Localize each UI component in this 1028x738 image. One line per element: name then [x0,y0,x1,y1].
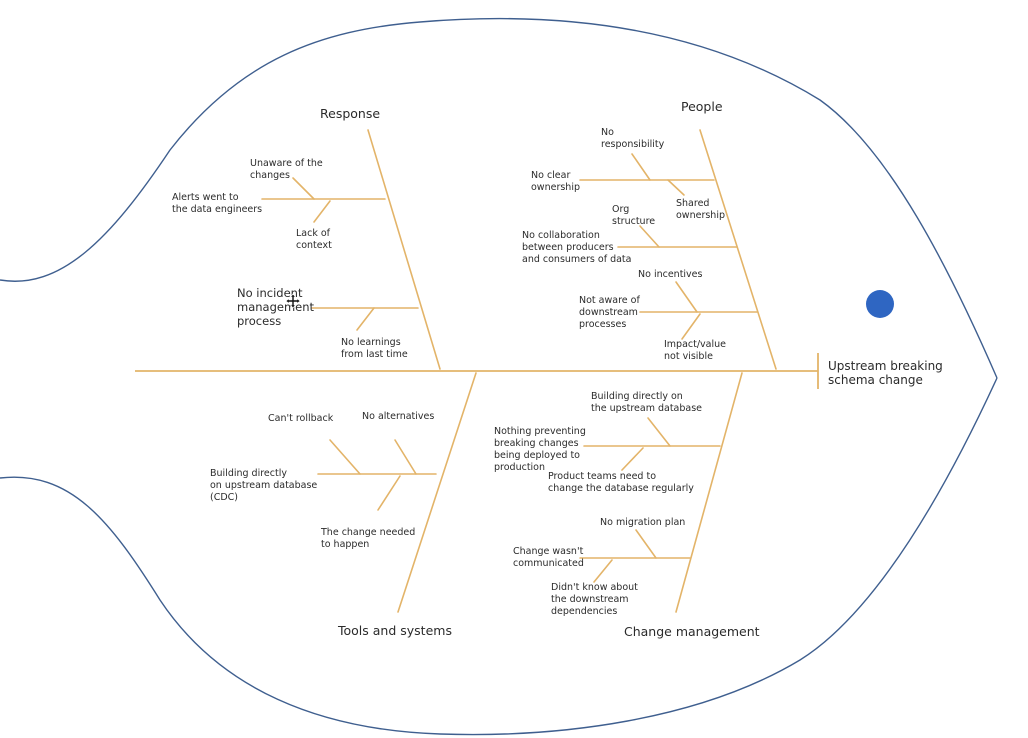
cause-label: No responsibility [601,127,665,150]
people-main-bone [699,129,777,370]
cause-label: Impact/value not visible [664,339,727,362]
cause-label: Org structure [612,204,656,227]
response-main-bone [367,129,441,370]
cause-label: Alerts went to the data engineers [172,192,263,215]
cause-label: Not aware of downstream processes [579,295,640,330]
response-sub-context [313,200,331,223]
people-sub-impact [681,313,701,340]
cause-label: Lack of context [296,228,332,251]
cause-label: Building directly on the upstream databa… [591,391,703,414]
people-sub-incentives [675,281,698,313]
cause-label: Shared ownership [676,198,725,221]
tools-sub-change [377,475,401,511]
cause-label: No incident management process [237,286,315,328]
cause-label: The change needed to happen [321,527,416,550]
fish-upper-outline [0,17,998,379]
cause-label: Can't rollback [268,413,334,424]
cause-label: No incentives [638,269,703,280]
people-sub-responsibility [631,153,651,181]
move-cursor-icon [286,294,300,308]
category-label-response: Response [320,106,381,121]
head-label: Upstream breaking schema change [828,359,943,387]
change-sub-migration [635,529,657,559]
fish-lower-outline [0,377,998,736]
cause-label: No learnings from last time [341,337,408,360]
cause-label: Product teams need to change the databas… [548,471,694,494]
response-sub-learnings [356,307,375,331]
cause-label: Unaware of the changes [250,158,323,181]
cause-label: Nothing preventing breaking changes bein… [494,426,586,473]
people-sub-shared [667,179,685,196]
change-sub-building [647,417,671,447]
tools-main-bone [397,372,477,613]
cause-label: No alternatives [362,411,435,422]
cause-label: No collaboration between producers and c… [522,230,632,265]
tools-sub-alternatives [394,439,417,475]
fish-eye [866,290,894,318]
tools-sub-rollback [329,439,361,475]
cause-label: No migration plan [600,517,686,528]
response-sub-unaware [292,177,315,200]
cause-label: Change wasn't communicated [513,546,584,569]
change-sub-didnt-know [593,559,613,583]
category-label-people: People [681,99,723,114]
cause-label: No clear ownership [531,170,580,193]
people-sub-org [639,225,660,248]
cause-label: Didn't know about the downstream depende… [551,582,638,617]
change-sub-product [621,447,644,471]
category-label-tools: Tools and systems [338,623,452,638]
category-label-change: Change management [624,624,760,639]
change-main-bone [675,372,743,613]
cause-label: Building directly on upstream database (… [210,468,318,503]
